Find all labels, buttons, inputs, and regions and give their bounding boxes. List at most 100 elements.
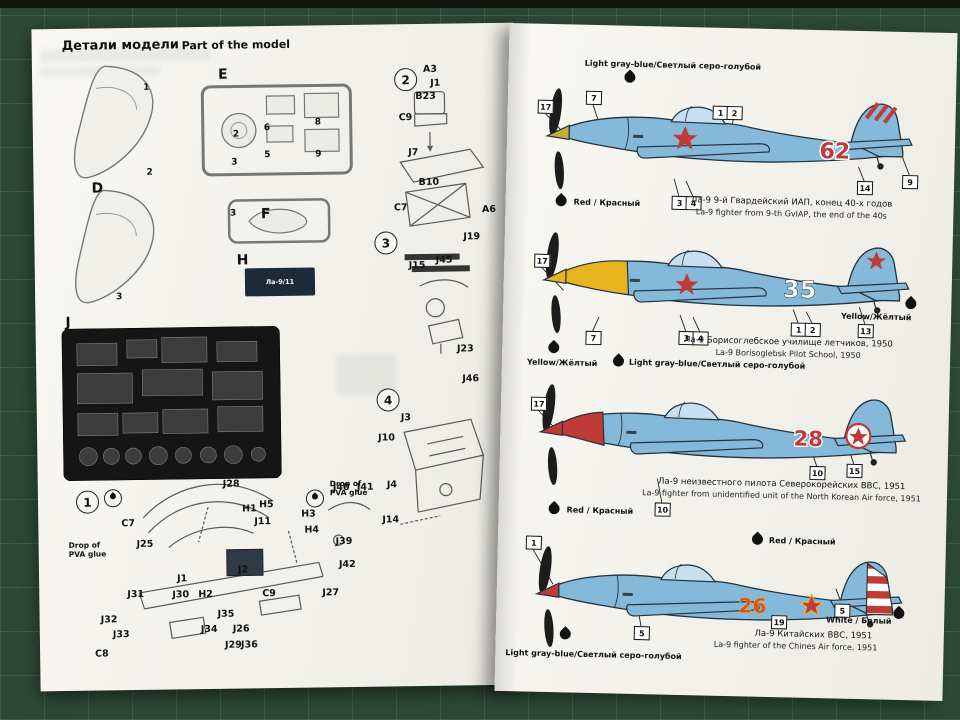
step-number: 1: [75, 490, 100, 514]
page-title-en: Part of the model: [181, 37, 291, 53]
part-label: H2: [198, 588, 213, 601]
callout-box: 9: [901, 174, 919, 190]
part-label: J27: [322, 587, 340, 599]
part-label: C9: [398, 112, 413, 124]
part-label: J45: [435, 254, 453, 266]
part-label: J35: [217, 608, 235, 620]
sprue-part-number: 5: [264, 150, 271, 161]
tail-number: 62: [819, 139, 850, 165]
part-label: J29: [224, 639, 242, 651]
sprue-part-number: 1: [143, 82, 150, 93]
paint-label-yellow: Yellow/Жёлтый: [840, 311, 912, 323]
part-label: J26: [232, 623, 250, 635]
part-label: J31: [127, 588, 145, 601]
part-label: J15: [408, 259, 426, 272]
callout-box: 7: [585, 90, 603, 106]
part-label: J30: [172, 589, 190, 601]
callout-box: 13: [857, 323, 874, 339]
paint-label-red: Red / Красный: [768, 536, 836, 547]
part-label: J34: [200, 623, 218, 636]
part-label: H5: [258, 499, 274, 511]
sprue-label-h: H: [236, 252, 249, 269]
cutting-mat-edge: [0, 0, 960, 8]
part-label: C9: [262, 588, 276, 600]
part-label: J25: [136, 538, 154, 550]
part-label: J2: [237, 564, 249, 576]
callout-box: 2: [804, 322, 821, 338]
sprue-part-number: 8: [314, 117, 322, 128]
sprue-part-number: 9: [315, 149, 322, 160]
callout-box: 7: [585, 330, 602, 346]
part-label: J3: [400, 412, 412, 424]
paint-label-white: White / Белый: [826, 615, 892, 626]
step2-assembly-drawing: [384, 83, 511, 235]
part-label: J33: [112, 629, 130, 641]
part-label: J39: [335, 535, 353, 548]
paint-label-light-gray-blue: Light gray-blue/Светлый серо-голубой: [628, 357, 806, 371]
tail-number: 26: [738, 593, 766, 618]
part-label: A3: [422, 63, 438, 75]
part-label: J19: [463, 231, 481, 243]
paint-drop-icon: [749, 531, 766, 548]
sprue-f-drawing: [227, 193, 332, 246]
sprue-label-f: F: [260, 206, 271, 223]
sprue-part-number: 2: [232, 129, 240, 140]
tail-number: 28: [793, 427, 823, 452]
tail-number: 35: [783, 275, 817, 304]
paint-drop-icon: [546, 500, 562, 517]
part-label: B10: [418, 176, 440, 189]
part-label: J41: [356, 481, 374, 493]
paint-label-light-gray-blue: Light gray-blue/Светлый серо-голубой: [584, 58, 762, 72]
callout-box: 2: [726, 105, 743, 121]
part-label: H1: [242, 503, 257, 515]
left-page: Детали модели Part of the model D 1 2 3 …: [31, 22, 523, 692]
yellow-cowl: [565, 260, 630, 296]
paint-label-red: Red / Красный: [573, 197, 641, 209]
fin-flash-stripes: [864, 102, 898, 124]
paint-drop-icon: [546, 339, 562, 356]
aircraft-profile-scheme1: 62: [544, 86, 914, 199]
part-label: J7: [408, 147, 419, 159]
part-label: A6: [481, 203, 497, 216]
part-label: J23: [456, 343, 474, 355]
callout-box: 15: [846, 463, 863, 479]
part-label: J14: [382, 514, 400, 526]
part-label: C7: [393, 202, 408, 214]
sprue-part-number: 3: [229, 208, 237, 219]
part-label: J42: [338, 558, 356, 571]
callout-box: 17: [530, 396, 548, 411]
callout-box: 1: [525, 535, 543, 550]
step4-assembly-drawing: [379, 403, 506, 545]
callout-box: 5: [633, 625, 650, 641]
sprue-part-number: 3: [231, 157, 238, 168]
step3-assembly-drawing: [404, 253, 470, 357]
sprue-part-number: 2: [146, 167, 153, 178]
part-label: J11: [254, 516, 272, 528]
part-label: J32: [100, 614, 118, 626]
step1-assembly-drawing: [108, 469, 391, 668]
photoetch-fret-drawing: [62, 326, 282, 481]
sprue-part-number: 6: [263, 123, 271, 134]
callout-box: 17: [537, 99, 554, 115]
sprue-label-d: D: [91, 180, 104, 197]
paint-label-yellow: Yellow/Жёлтый: [526, 357, 598, 369]
callout-box: 19: [770, 615, 788, 630]
sprue-d-drawing: [48, 57, 186, 309]
callout-box: 14: [856, 180, 874, 196]
part-label: J28: [222, 478, 240, 490]
aircraft-profile-scheme3: 28: [538, 382, 908, 495]
part-label: H3: [301, 508, 316, 520]
part-label: J36: [240, 639, 258, 651]
photoetch-tag: Ла-9/11: [244, 267, 316, 297]
part-label: J40: [332, 481, 350, 494]
part-label: J4: [386, 479, 398, 491]
callout-box: 17: [534, 253, 551, 268]
part-label: J1: [430, 77, 441, 89]
part-label: C8: [95, 648, 109, 660]
callout-box: 10: [809, 465, 826, 481]
sprue-label-e: E: [217, 66, 228, 83]
part-label: H4: [304, 524, 320, 536]
paint-drop-icon: [622, 69, 638, 86]
page-title-ru: Детали модели: [61, 37, 180, 54]
callout-box: 10: [654, 502, 671, 517]
